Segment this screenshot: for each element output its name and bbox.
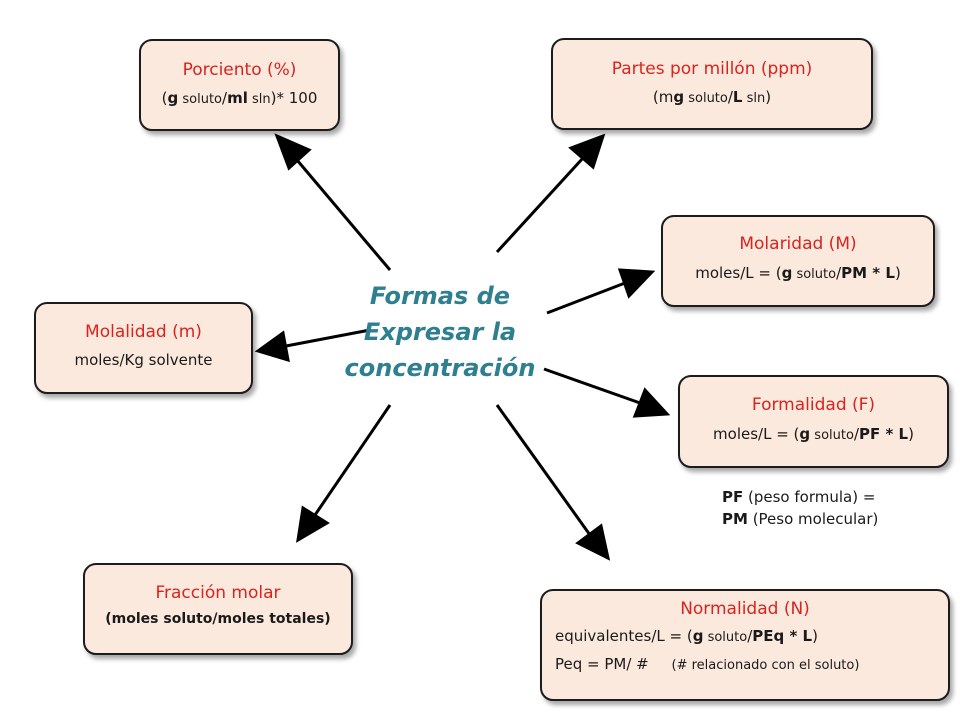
node-formalidad: Formalidad (F) moles/L = (g soluto/PF * … [678,375,949,468]
formalidad-formula: moles/L = (g soluto/PF * L) [680,425,947,443]
formula-part: ) [908,425,914,443]
arrowhead-molaridad [617,268,656,299]
formula-part: L [732,88,743,106]
formula-part: PEq * L [752,627,813,645]
molalidad-formula: moles/Kg solvente [74,351,213,369]
peq-formula: Peq = PM/ # [555,655,649,673]
arrow-porciento [295,159,392,271]
ppm-formula: (mg soluto/L sln) [553,88,871,106]
central-topic-line2: Expresar la [363,318,517,346]
formula-part: / [747,627,753,645]
formula-part: ) [894,264,901,282]
peq-note: (# relacionado con el soluto) [671,658,860,673]
central-topic: Formas de Expresar la concentración [340,278,540,386]
arrow-molalidad [285,328,371,348]
formalidad-title: Formalidad (F) [751,395,876,415]
node-normalidad: Normalidad (N) equivalentes/L = (g solut… [540,589,950,701]
node-molalidad: Molalidad (m) moles/Kg solvente [34,302,253,394]
formula-part: soluto [684,91,728,106]
note-part: (Peso molecular) [747,510,879,528]
arrowhead-porciento [274,133,312,171]
arrowhead-formalidad [632,387,671,418]
porciento-formula: (g soluto/ml sln)* 100 [141,89,338,107]
formula-part: / [836,264,842,282]
formula-part: / [222,89,228,107]
normalidad-title: Normalidad (N) [680,599,810,619]
formula-part: g [781,264,793,282]
formula-part: soluto [810,428,854,443]
formula-part: soluto [178,92,222,107]
normalidad-peq: Peq = PM/ # (# relacionado con el soluto… [555,655,948,673]
molaridad-title: Molaridad (M) [739,234,857,254]
molaridad-formula: moles/L = (g soluto/PM * L) [663,264,933,282]
formula-part: (m [652,88,674,106]
arrow-formalidad [543,367,641,405]
formula-part: moles/L = ( [695,264,782,282]
formula-part: / [727,88,733,106]
fraccion-title: Fracción molar [155,583,281,603]
arrow-fraccion [313,404,392,516]
formula-part: / [853,425,859,443]
normalidad-formula: equivalentes/L = (g soluto/PEq * L) [555,627,948,645]
central-topic-line3: concentración [344,354,536,382]
formula-part: soluto [792,267,837,282]
formula-part: ) [812,627,818,645]
node-porciento: Porciento (%) (g soluto/ml sln)* 100 [139,39,340,131]
arrow-normalidad [495,404,592,536]
formula-part: g [673,88,685,106]
node-fraccion-molar: Fracción molar (moles soluto/moles total… [83,563,353,655]
node-molaridad: Molaridad (M) moles/L = (g soluto/PM * L… [661,215,935,307]
formula-part: soluto [703,630,748,645]
arrowhead-ppm [568,133,606,170]
ppm-title: Partes por millón (ppm) [611,59,813,79]
formula-part: PF * L [859,425,909,443]
formula-part: g [167,89,179,107]
fraccion-formula: (moles soluto/moles totales) [105,611,331,627]
note-part: (peso formula) = [743,488,876,506]
formula-part: sln [742,91,766,106]
formula-part: equivalentes/L = ( [555,627,693,645]
arrow-molaridad [546,281,626,315]
molalidad-title: Molalidad (m) [85,322,202,342]
formula-part: ) [765,88,772,106]
arrow-ppm [495,156,585,254]
formula-part: ( [161,89,168,107]
formula-part: moles/L = ( [713,425,800,443]
formula-part: )* 100 [270,89,318,107]
pf-pm-note: PF (peso formula) = PM (Peso molecular) [722,486,878,530]
formula-part: ml [227,89,248,107]
formula-part: PM * L [841,264,895,282]
note-line-pf: PF (peso formula) = [722,486,878,508]
arrowhead-normalidad [575,523,611,561]
note-part: PM [722,510,748,528]
formula-part: g [692,627,704,645]
formula-part: sln [247,92,271,107]
central-topic-line1: Formas de [369,282,511,310]
arrowhead-fraccion [296,505,330,543]
note-line-pm: PM (Peso molecular) [722,508,878,530]
arrowhead-molalidad [254,330,290,363]
node-ppm: Partes por millón (ppm) (mg soluto/L sln… [551,38,873,130]
formula-part: g [799,425,811,443]
porciento-title: Porciento (%) [182,60,297,80]
note-part: PF [722,488,744,506]
